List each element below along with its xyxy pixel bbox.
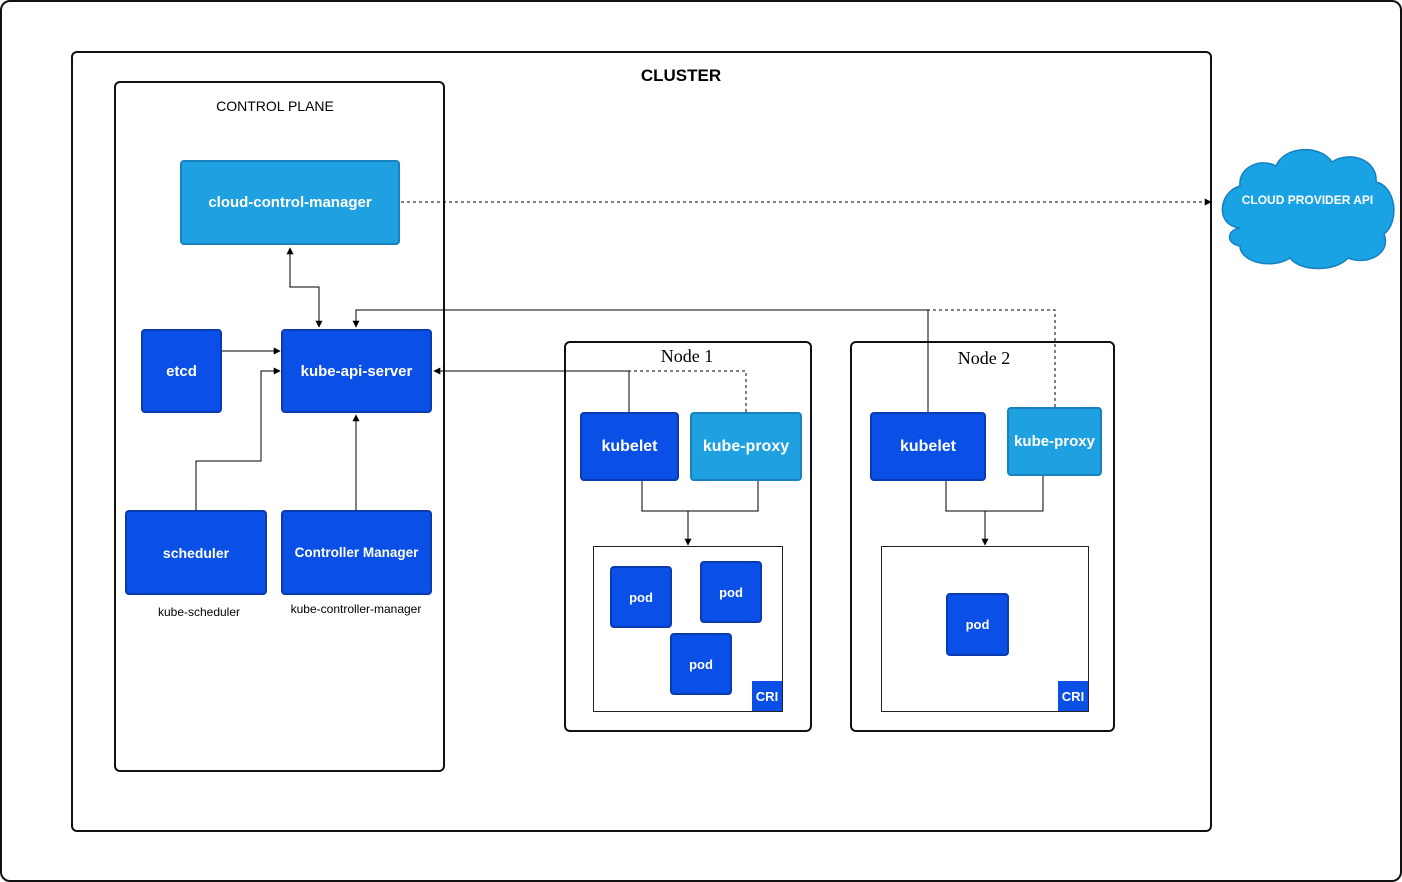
node-1-title: Node 1 (660, 346, 714, 366)
controller-manager-caption: kube-controller-manager (290, 602, 422, 616)
kube-api-server: kube-api-server (281, 329, 432, 413)
controller-manager: Controller Manager (281, 510, 432, 595)
node2-kubelet-api-link (352, 309, 929, 412)
node2-proxy-api-link (928, 309, 1056, 407)
node-2-kube-proxy: kube-proxy (1007, 407, 1102, 476)
cloud-provider-api-label: CLOUD PROVIDER API (1241, 193, 1374, 207)
scheduler-caption: kube-scheduler (157, 605, 241, 619)
node-2-pod: pod (946, 593, 1009, 656)
scheduler-api-link (195, 367, 281, 510)
node-2-title: Node 2 (957, 348, 1011, 368)
node1-to-runtime-link (641, 481, 759, 512)
node-1-pod: pod (670, 633, 732, 695)
cluster-title: CLUSTER (640, 66, 722, 85)
node-2-container-runtime (881, 546, 1089, 712)
node-2-kubelet: kubelet (870, 412, 986, 481)
node-1-kube-proxy: kube-proxy (690, 412, 802, 481)
cloud-control-manager: cloud-control-manager (180, 160, 400, 245)
ccm-api-link (286, 247, 323, 328)
node1-kubelet-api-link (433, 367, 630, 412)
etcd: etcd (141, 329, 222, 413)
node-2-cri-badge: CRI (1058, 681, 1088, 711)
control-plane-title: CONTROL PLANE (216, 98, 334, 114)
cloud-shape (1221, 148, 1395, 270)
node2-to-runtime-link (945, 476, 1044, 512)
node-1-pod: pod (700, 561, 762, 623)
node-1-pod: pod (610, 566, 672, 628)
scheduler: scheduler (125, 510, 267, 595)
node-1-kubelet: kubelet (580, 412, 679, 481)
node1-proxy-api-link (629, 370, 747, 412)
node-1-cri-badge: CRI (752, 681, 782, 711)
